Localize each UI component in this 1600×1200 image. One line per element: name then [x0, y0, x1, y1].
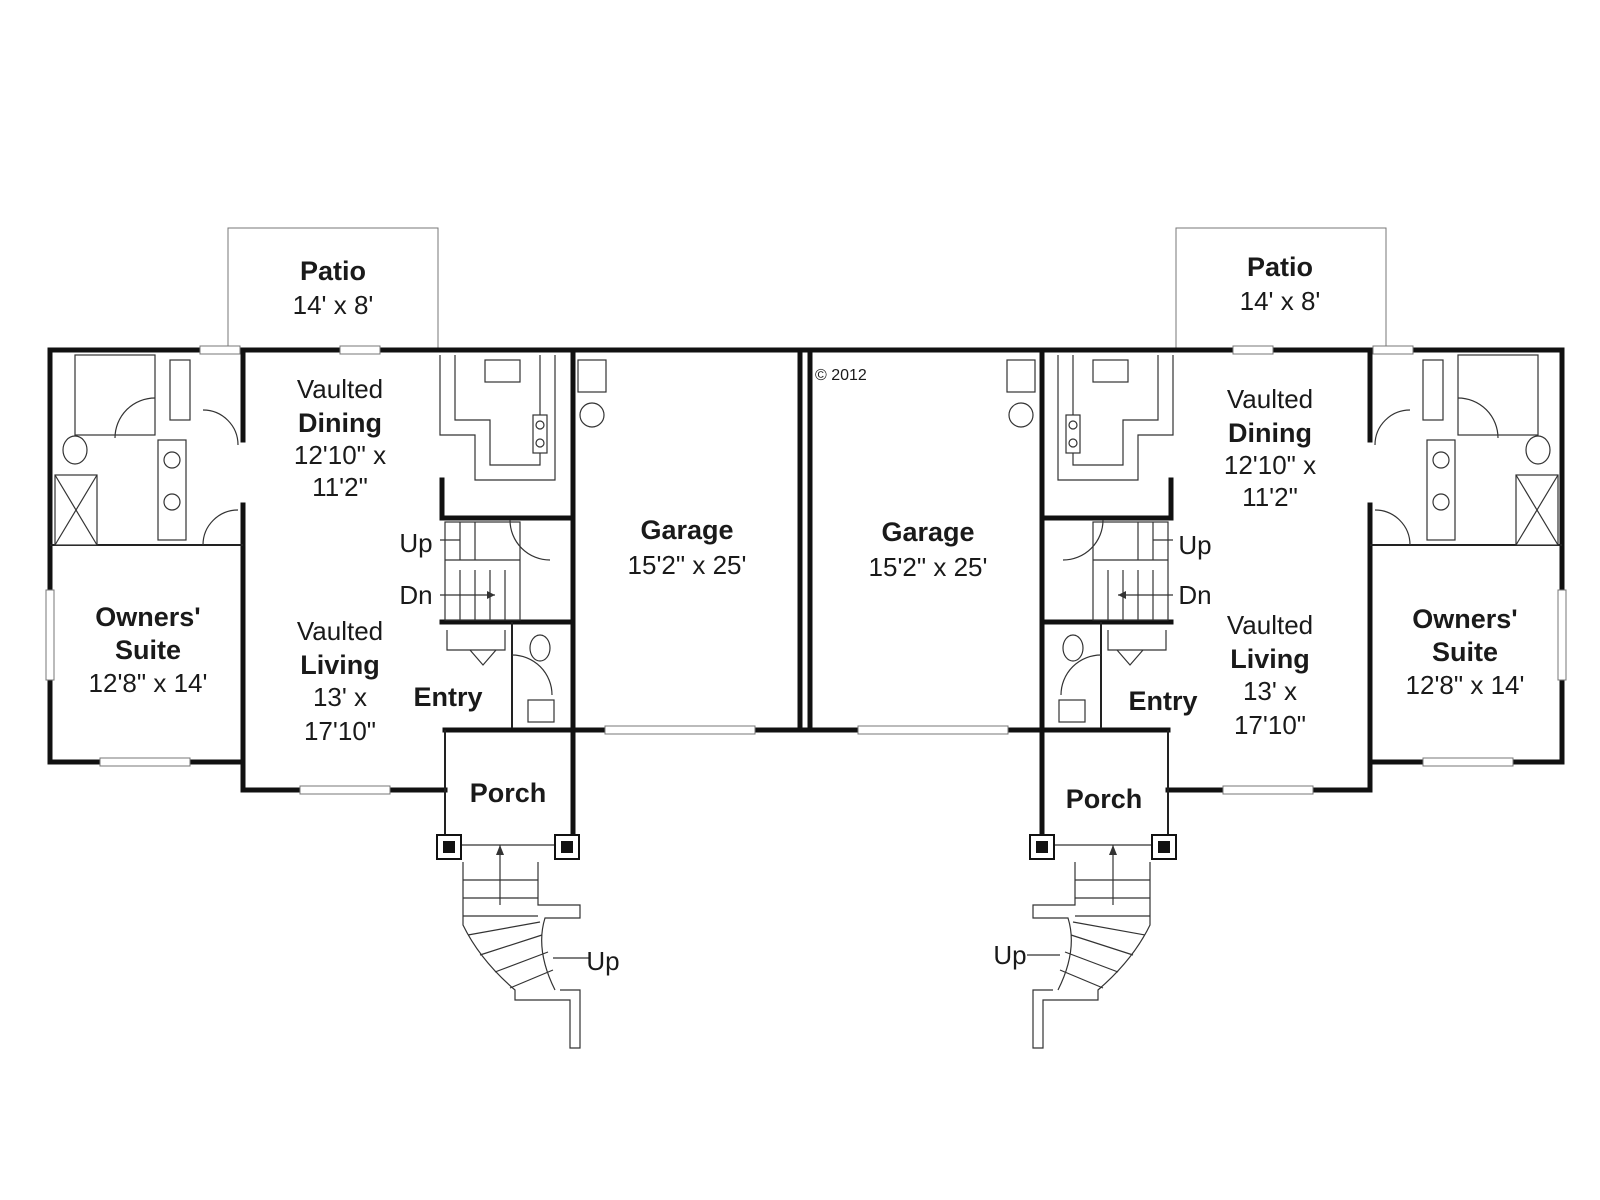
right-kitchen — [1006, 355, 1174, 481]
left-vanity — [157, 439, 187, 541]
right-patio — [1175, 227, 1387, 349]
left-owners-suite-dim: 12'8" x 14' — [89, 668, 208, 698]
left-porch — [436, 834, 580, 860]
right-water-heater — [1008, 402, 1034, 428]
right-patio-label: Patio — [1247, 252, 1313, 282]
right-stair-down-label: Dn — [1178, 580, 1211, 610]
left-garage-door — [604, 725, 756, 735]
right-garage-cabinet — [1006, 359, 1036, 393]
right-powder-room — [1058, 622, 1167, 728]
right-closet — [1457, 354, 1539, 436]
left-patio — [227, 227, 439, 349]
left-garage-dim: 15'2" x 25' — [628, 550, 747, 580]
left-stair-door-swing — [509, 519, 551, 561]
right-patio-dim: 14' x 8' — [1240, 286, 1321, 316]
right-owners-suite-dim: 12'8" x 14' — [1406, 670, 1525, 700]
left-interior-stair — [440, 519, 551, 621]
right-unit-labels: Patio 14' x 8' Vaulted Dining 12'10" x 1… — [869, 252, 1525, 970]
left-entry-label: Entry — [413, 682, 482, 712]
right-exterior-stair — [1027, 845, 1151, 1049]
left-kitchen-sink — [484, 359, 521, 383]
windows — [45, 345, 1567, 795]
left-living-dim1: 13' x — [313, 682, 367, 712]
left-powder-toilet — [529, 634, 551, 662]
left-living-label: Living — [300, 650, 380, 680]
left-dining-dim2: 11'2" — [312, 472, 368, 502]
right-dining-dim2: 11'2" — [1242, 482, 1298, 512]
left-closet-door-swing — [114, 397, 156, 439]
left-living-dim2: 17'10" — [304, 716, 376, 746]
left-stair-up-label: Up — [399, 528, 432, 558]
right-living-dim2: 17'10" — [1234, 710, 1306, 740]
right-porch-label: Porch — [1066, 784, 1143, 814]
left-water-heater — [579, 402, 605, 428]
left-dining-dim1: 12'10" x — [294, 440, 386, 470]
right-porch-stair-up-label: Up — [993, 940, 1026, 970]
left-patio-outline — [227, 227, 439, 349]
right-patio-outline — [1175, 227, 1387, 349]
right-kitchen-sink — [1092, 359, 1129, 383]
left-patio-label: Patio — [300, 256, 366, 286]
left-garage-cabinet — [577, 359, 607, 393]
right-dining-dim1: 12'10" x — [1224, 450, 1316, 480]
right-porch — [1029, 834, 1177, 860]
right-garage-label: Garage — [881, 517, 974, 547]
left-stair-down-label: Dn — [399, 580, 432, 610]
left-owners-suite-label-2: Suite — [115, 635, 181, 665]
right-powder-toilet — [1062, 634, 1084, 662]
right-entry-label: Entry — [1128, 686, 1197, 716]
right-dining-vaulted: Vaulted — [1227, 384, 1313, 414]
left-porch-stair-up-label: Up — [586, 946, 619, 976]
left-powder-sink — [527, 699, 555, 723]
left-patio-dim: 14' x 8' — [293, 290, 374, 320]
left-owners-bath — [50, 354, 243, 546]
right-toilet — [1525, 435, 1551, 465]
left-dining-label: Dining — [298, 408, 382, 438]
right-owners-bath — [1370, 354, 1562, 546]
left-unit-labels: Patio 14' x 8' Vaulted Dining 12'10" x 1… — [89, 256, 747, 976]
right-stair-up-label: Up — [1178, 530, 1211, 560]
right-garage-door — [857, 725, 1009, 735]
left-porch-label: Porch — [470, 778, 547, 808]
left-powder-room — [446, 622, 555, 728]
left-closet — [74, 354, 156, 436]
left-exterior-stair — [462, 845, 590, 1049]
exterior-walls — [47, 347, 1565, 848]
right-owners-suite-label-2: Suite — [1432, 637, 1498, 667]
right-dining-label: Dining — [1228, 418, 1312, 448]
left-living-vaulted: Vaulted — [297, 616, 383, 646]
right-powder-sink — [1058, 699, 1086, 723]
left-garage-label: Garage — [640, 515, 733, 545]
right-garage-dim: 15'2" x 25' — [869, 552, 988, 582]
left-toilet — [62, 435, 88, 465]
left-suite-door-swing — [202, 409, 239, 446]
copyright-notice: © 2012 — [815, 367, 867, 384]
left-kitchen — [439, 355, 607, 481]
right-living-vaulted: Vaulted — [1227, 610, 1313, 640]
right-living-label: Living — [1230, 644, 1310, 674]
right-porch-post-b — [1151, 834, 1177, 860]
left-dining-vaulted: Vaulted — [297, 374, 383, 404]
right-interior-stair — [1062, 519, 1173, 621]
left-owners-suite-label-1: Owners' — [95, 602, 200, 632]
right-owners-suite-label-1: Owners' — [1412, 604, 1517, 634]
right-living-dim1: 13' x — [1243, 676, 1297, 706]
